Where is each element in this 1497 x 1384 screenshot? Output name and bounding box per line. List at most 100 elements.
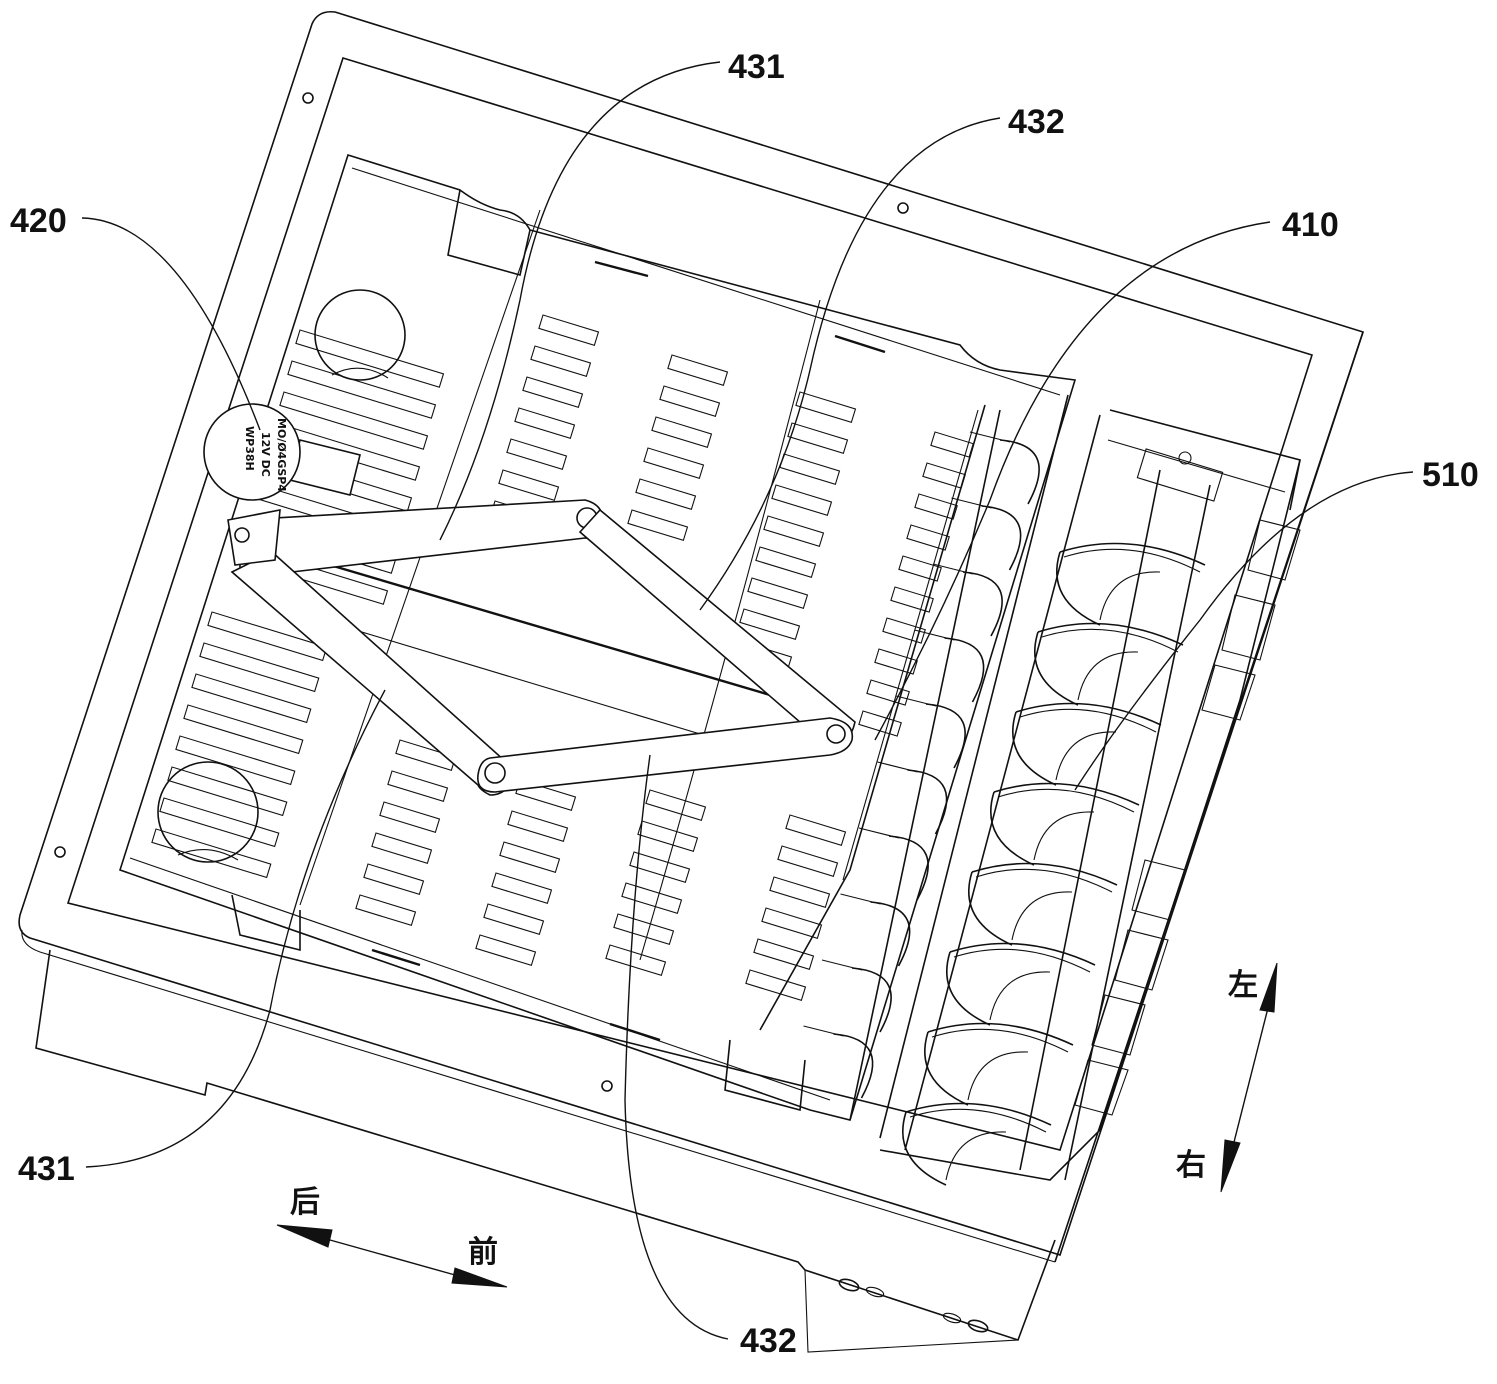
link-arm-431-upper <box>240 500 603 578</box>
slotted-tray <box>120 155 1075 1120</box>
auger-flight-top <box>1060 544 1205 565</box>
auger-flight-edge <box>925 1032 968 1105</box>
tray-slot <box>523 377 583 407</box>
mounting-hole <box>898 203 908 213</box>
scallop-rib <box>915 630 955 640</box>
auger-flight-inner <box>968 1052 1028 1100</box>
auger-flight-edge <box>903 1112 946 1185</box>
tray-slot <box>638 821 698 851</box>
auger-flight-top <box>994 784 1139 805</box>
auger-flight-top <box>950 944 1095 965</box>
label-431-bottom: 431 <box>18 1150 75 1188</box>
tray-slot <box>628 510 688 540</box>
tray-slot <box>500 842 560 872</box>
tray-slot <box>168 767 287 815</box>
arrow-front-icon <box>452 1268 507 1287</box>
auger-flight-thickness <box>998 789 1134 812</box>
tray-slot <box>764 516 824 546</box>
tray-slot <box>772 485 832 515</box>
tray-slot <box>748 578 808 608</box>
label-432-bottom: 432 <box>740 1322 797 1360</box>
leader-431-bottom <box>86 690 385 1167</box>
scallop <box>908 770 947 834</box>
motor-text-line1: MO/Ø4GSP4 <box>275 418 288 492</box>
label-410: 410 <box>1282 206 1339 244</box>
auger-flight-inner <box>1078 652 1138 700</box>
tray-slot <box>788 423 848 453</box>
tray-slot <box>754 939 814 969</box>
tray-slot <box>668 355 728 385</box>
leader-431-top <box>440 62 720 540</box>
mounting-hole <box>602 1081 612 1091</box>
auger-flight-thickness <box>910 1109 1046 1132</box>
tray-slot <box>891 587 933 612</box>
tray-slot <box>931 432 973 457</box>
tray-slot <box>192 674 311 722</box>
tray-slot <box>200 643 319 691</box>
tray-slot <box>796 392 856 422</box>
auger-flight-thickness <box>1042 629 1178 652</box>
mounting-hole <box>303 93 313 103</box>
tray-slot <box>492 873 552 903</box>
arrow-back-icon <box>277 1225 332 1247</box>
tray-slot <box>915 494 957 519</box>
tray-slot <box>380 802 440 832</box>
auger-shaft-edge <box>1020 470 1160 1170</box>
cup-recess <box>315 290 405 380</box>
tray-slot <box>484 904 544 934</box>
dir-label-front: 前 <box>468 1235 498 1270</box>
auger-flight-thickness <box>1064 549 1200 572</box>
auger-flight-edge <box>1057 552 1100 625</box>
tray-slot <box>364 864 424 894</box>
scallop <box>963 572 1002 636</box>
auger-flight-thickness <box>976 869 1112 892</box>
arrow-right-icon <box>1221 1140 1240 1192</box>
tray-slot <box>762 908 822 938</box>
label-432-top: 432 <box>1008 103 1065 141</box>
dir-label-back: 后 <box>290 1185 320 1220</box>
auger-flight-edge <box>1035 632 1078 705</box>
tray-slot <box>476 935 536 965</box>
direction-back-front: 后 前 <box>277 1185 507 1287</box>
tray-slot <box>778 846 838 876</box>
tray-slot <box>746 970 806 1000</box>
auger-flight-top <box>928 1024 1073 1045</box>
auger-flight-inner <box>1100 572 1160 620</box>
tray-slot <box>622 883 682 913</box>
tray-slot <box>786 815 846 845</box>
tray-slot <box>770 877 830 907</box>
skirt-hole <box>865 1285 885 1298</box>
auger-flight-top <box>1038 624 1183 645</box>
tray-slot <box>644 448 704 478</box>
label-510: 510 <box>1422 456 1479 494</box>
tray-slot <box>652 417 712 447</box>
scallop <box>852 968 891 1032</box>
auger-flight-top <box>1016 704 1161 725</box>
mounting-hole <box>55 847 65 857</box>
arrow-left-icon <box>1260 963 1277 1012</box>
tray-slot <box>356 895 416 925</box>
tray-slot <box>152 829 271 877</box>
tray-slot <box>499 470 559 500</box>
scallop <box>1000 440 1039 504</box>
scallop-rib <box>841 894 881 904</box>
skirt-hole <box>967 1318 989 1334</box>
dir-label-right: 右 <box>1176 1148 1206 1183</box>
label-420: 420 <box>10 202 67 240</box>
tray-slot <box>867 680 909 705</box>
link-arm-432-upper <box>580 510 855 748</box>
link-arm-432-lower <box>478 718 853 792</box>
tray-slot <box>508 811 568 841</box>
leader-510 <box>1075 472 1413 790</box>
scallop-rib <box>878 762 918 772</box>
tray-slot <box>388 771 448 801</box>
tray-slot <box>184 705 303 753</box>
leader-410 <box>875 222 1270 740</box>
auger-flight-thickness <box>954 949 1090 972</box>
tray-slot <box>531 346 591 376</box>
link-arm-431-lower <box>232 552 515 795</box>
auger-flight-edge <box>1013 712 1056 785</box>
tray-slot <box>539 315 599 345</box>
tray-slot <box>614 914 674 944</box>
divider-wall <box>850 395 1100 1150</box>
